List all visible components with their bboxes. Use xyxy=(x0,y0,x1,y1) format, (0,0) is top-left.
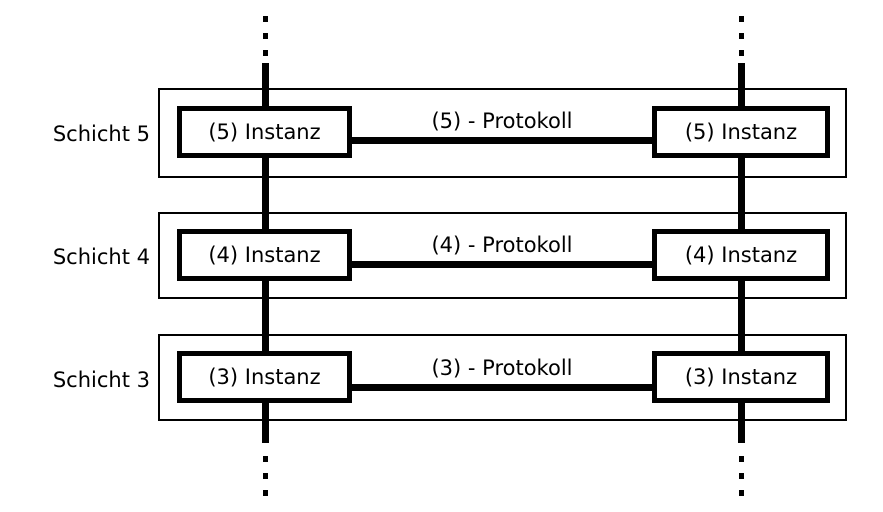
dot-icon xyxy=(739,50,744,56)
protocol-label-5: (5) - Protokoll xyxy=(431,109,573,133)
instance-box-left-3: (3) Instanz xyxy=(177,351,352,403)
dot-icon xyxy=(263,490,268,496)
layer-band-schicht-4 xyxy=(158,212,847,299)
instance-box-right-4: (4) Instanz xyxy=(652,229,830,281)
instance-box-left-5: (5) Instanz xyxy=(177,106,352,158)
instance-box-left-4: (4) Instanz xyxy=(177,229,352,281)
instance-box-right-5: (5) Instanz xyxy=(652,106,830,158)
dot-icon xyxy=(263,33,268,39)
continuation-dots-bottom-right-icon xyxy=(739,456,744,496)
protocol-line-3 xyxy=(348,384,658,391)
layer-band-schicht-3 xyxy=(158,334,847,421)
dot-icon xyxy=(739,16,744,22)
protocol-label-3: (3) - Protokoll xyxy=(431,356,573,380)
protocol-line-5 xyxy=(348,137,658,144)
dot-icon xyxy=(263,473,268,479)
continuation-dots-top-left-icon xyxy=(263,16,268,56)
layer-label-schicht-4: Schicht 4 xyxy=(52,245,150,269)
dot-icon xyxy=(739,456,744,462)
dot-icon xyxy=(263,456,268,462)
layer-label-schicht-5: Schicht 5 xyxy=(52,122,150,146)
instance-box-right-3: (3) Instanz xyxy=(652,351,830,403)
dot-icon xyxy=(739,473,744,479)
protocol-label-4: (4) - Protokoll xyxy=(431,233,573,257)
layer-band-schicht-5 xyxy=(158,88,847,178)
dot-icon xyxy=(263,16,268,22)
dot-icon xyxy=(739,33,744,39)
continuation-dots-top-right-icon xyxy=(739,16,744,56)
dot-icon xyxy=(263,50,268,56)
protocol-line-4 xyxy=(348,261,658,268)
dot-icon xyxy=(739,490,744,496)
continuation-dots-bottom-left-icon xyxy=(263,456,268,496)
layer-label-schicht-3: Schicht 3 xyxy=(52,368,150,392)
